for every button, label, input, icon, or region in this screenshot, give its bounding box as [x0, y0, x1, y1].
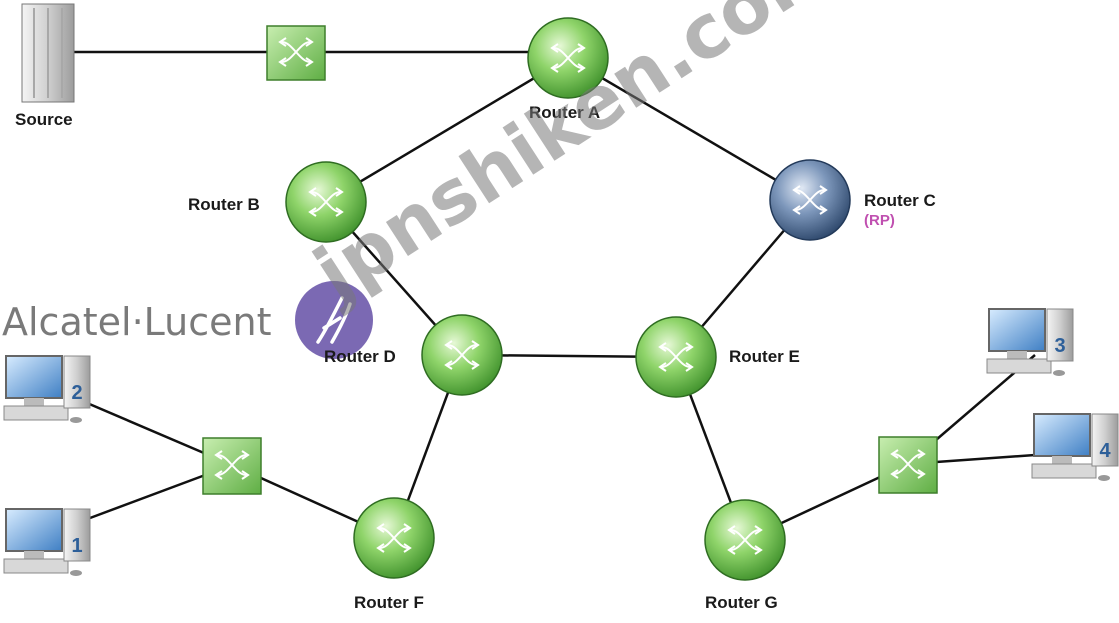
label-router-g: Router G	[705, 593, 778, 612]
router-b-icon	[285, 161, 367, 243]
router-c-icon	[769, 159, 851, 241]
router-g-icon	[704, 499, 786, 581]
label-router-f: Router F	[354, 593, 424, 612]
label-router-b: Router B	[188, 195, 260, 214]
host-1-number: 1	[71, 535, 82, 557]
label-router-d: Router D	[324, 347, 396, 366]
link-router-a-router-b	[325, 56, 569, 204]
router-e-icon	[635, 316, 717, 398]
router-f-icon	[353, 497, 435, 579]
switch-top-icon	[266, 25, 326, 81]
switch-right-icon	[878, 436, 938, 494]
label-router-c: Router C	[864, 191, 936, 210]
alcatel-lucent-brand-text: Alcatel·Lucent	[2, 300, 272, 344]
label-router-c-rp: (RP)	[864, 212, 895, 229]
host-3-icon: 3	[986, 308, 1074, 376]
host-2-number: 2	[71, 382, 82, 404]
link-router-a-router-c	[567, 56, 811, 202]
host-1-icon: 1	[3, 508, 91, 576]
host-2-icon: 2	[3, 355, 91, 423]
label-router-e: Router E	[729, 347, 800, 366]
router-d-icon	[421, 314, 503, 396]
label-router-a: Router A	[529, 103, 601, 122]
host-4-number: 4	[1099, 440, 1111, 462]
host-3-number: 3	[1054, 335, 1065, 357]
host-4-icon: 4	[1031, 413, 1119, 481]
source-server-icon	[21, 3, 75, 103]
alcatel-lucent-logo-icon	[295, 281, 373, 359]
switch-left-icon	[202, 437, 262, 495]
label-source: Source	[15, 110, 73, 129]
router-a-icon	[527, 17, 609, 99]
